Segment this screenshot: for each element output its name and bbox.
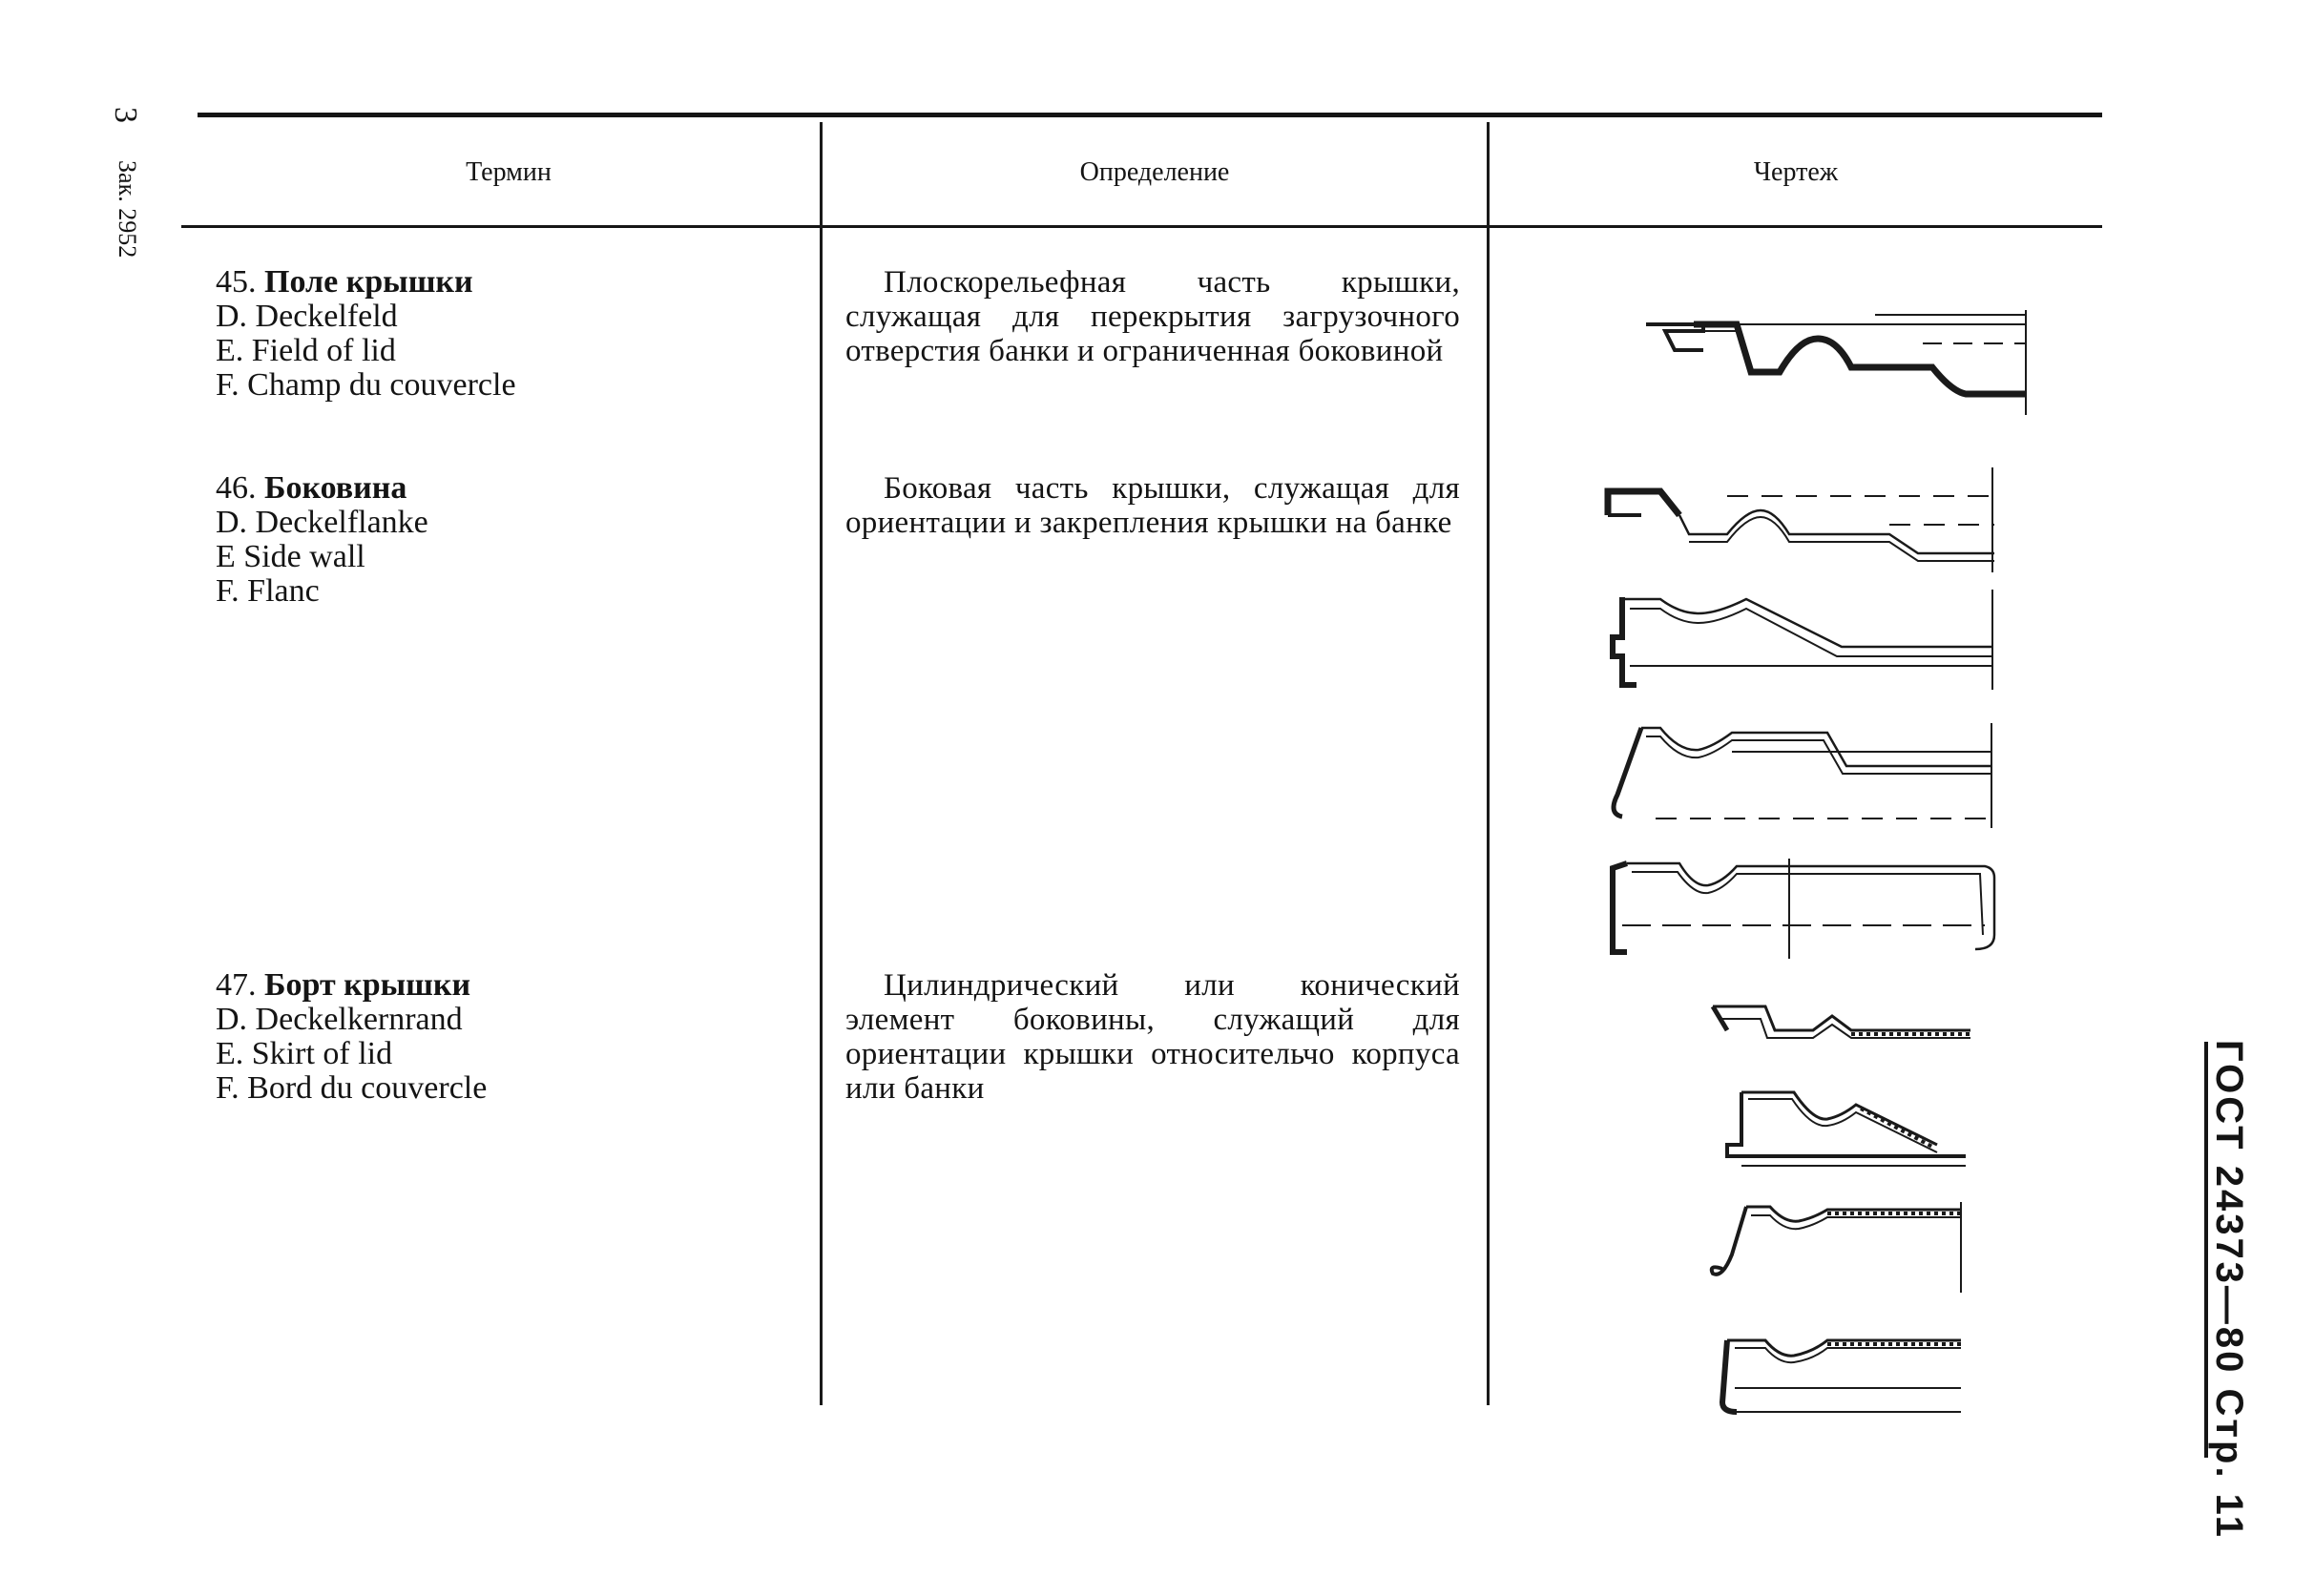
standard-label: ГОСТ 24373—80 Стр. 11 [2208, 1040, 2250, 1540]
term-de: D. Deckelfeld [216, 299, 398, 334]
definition-47: Цилиндрический или конический элемент бо… [845, 968, 1460, 1106]
header-term: Термин [466, 157, 552, 187]
column-divider-1 [820, 122, 823, 1405]
skirt-drawing-2 [1725, 1090, 1966, 1167]
term-en: E. Field of lid [216, 333, 396, 368]
standard-rule [2204, 1042, 2208, 1458]
term-ru: Боковина [264, 470, 407, 506]
term-entry-47: 47. Борт крышки D. Deckelkernrand E. Ski… [216, 968, 487, 1106]
side-wall-drawing-3 [1611, 723, 1992, 828]
term-en: E. Skirt of lid [216, 1036, 393, 1071]
term-ru: Борт крышки [264, 967, 471, 1003]
side-wall-drawing-2 [1610, 590, 1993, 690]
page-number: 3 [108, 107, 143, 123]
column-divider-2 [1487, 122, 1490, 1405]
term-number: 46. [216, 470, 257, 506]
side-wall-drawing-1 [1604, 467, 1994, 572]
term-en: E Side wall [216, 539, 365, 574]
order-number: Зак. 2952 [114, 160, 141, 259]
lid-field-drawing [1646, 310, 2027, 415]
side-wall-drawing-4 [1610, 859, 1996, 959]
term-entry-45: 45. Поле крышки D. Deckelfeld E. Field o… [216, 265, 516, 403]
term-ru: Поле крышки [264, 264, 473, 300]
term-de: D. Deckelkernrand [216, 1002, 463, 1037]
skirt-drawing-1 [1710, 1005, 1970, 1039]
term-fr: F. Champ du couvercle [216, 367, 516, 403]
term-fr: F. Bord du couvercle [216, 1070, 488, 1106]
term-number: 47. [216, 967, 257, 1003]
header-bottom-rule [181, 225, 2102, 228]
skirt-drawing-4 [1719, 1338, 1961, 1415]
header-drawing: Чертеж [1753, 157, 1839, 187]
definition-45: Плоскорельефная часть крышки, служащая д… [845, 265, 1460, 368]
definition-46: Боковая часть крышки, служащая для ориен… [845, 471, 1460, 540]
header-definition: Определение [1079, 157, 1230, 187]
term-de: D. Deckelflanke [216, 505, 428, 540]
term-fr: F. Flanc [216, 573, 320, 609]
term-number: 45. [216, 264, 257, 300]
table-top-rule [198, 113, 2102, 117]
skirt-drawing-3 [1709, 1202, 1962, 1293]
term-entry-46: 46. Боковина D. Deckelflanke E Side wall… [216, 471, 428, 609]
